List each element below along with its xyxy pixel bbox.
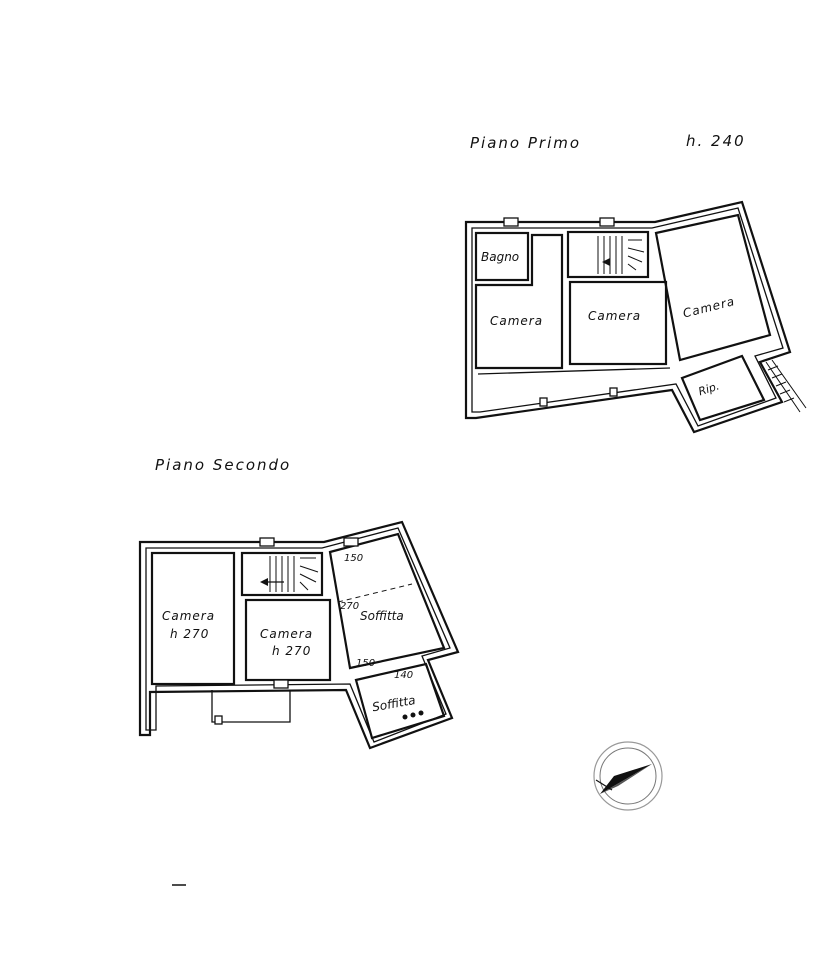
- bedroom-left-walls: [474, 233, 564, 370]
- storage-walls: [680, 354, 766, 422]
- first-floor-plan: Piano Primo h. 240: [464, 132, 807, 434]
- stair-arrow-icon: [602, 258, 610, 266]
- room-label-attic-small: Soffitta: [371, 693, 416, 714]
- window-opening: [259, 537, 275, 547]
- first-floor-title: Piano Primo: [470, 134, 581, 152]
- second-floor-bedroom-left-walls: [150, 551, 236, 686]
- chimney-mark: [539, 397, 548, 407]
- bedroom-middle-walls: [568, 280, 668, 366]
- attic-main-walls: [328, 532, 446, 670]
- first-floor-corridor-line: [477, 367, 671, 375]
- attic-height-mid: 270: [340, 601, 359, 612]
- chimney-mark: [609, 387, 618, 397]
- room-label-bedroom-right: Camera: [682, 294, 737, 320]
- attic-height-bottom: 150: [356, 658, 375, 669]
- stair-arrow-icon: [260, 578, 268, 586]
- first-floor-stairs: [597, 236, 645, 274]
- room-height-bedroom-left: h 270: [170, 627, 209, 641]
- window-opening: [503, 217, 519, 227]
- room-label-attic-main: Soffitta: [360, 609, 404, 623]
- second-floor-inner-outline: [145, 527, 451, 743]
- bathroom-walls: [474, 231, 530, 282]
- room-label-bedroom-middle: Camera: [260, 627, 313, 641]
- door-opening: [273, 679, 289, 689]
- attic-small-walls: [354, 662, 446, 740]
- second-floor-title: Piano Secondo: [155, 456, 291, 474]
- north-arrow-icon: [593, 741, 663, 811]
- attic-height-line: [337, 583, 413, 603]
- chimney-mark: [214, 715, 223, 725]
- second-floor-plan: Piano Secondo Camera h 270 Camera: [138, 456, 460, 750]
- room-label-storage: Rip.: [697, 379, 721, 398]
- room-label-bedroom-left: Camera: [162, 609, 215, 623]
- balcony-outline: [211, 690, 291, 723]
- room-label-bedroom-middle: Camera: [588, 309, 641, 323]
- window-opening: [599, 217, 615, 227]
- room-label-bathroom: Bagno: [481, 250, 519, 264]
- attic-small-height: 140: [394, 670, 413, 681]
- room-label-bedroom-left: Camera: [490, 314, 543, 328]
- window-opening: [343, 537, 359, 547]
- second-floor-stair-room: [240, 551, 324, 597]
- first-floor-inner-outline: [471, 207, 784, 427]
- second-floor-outer-wall: [138, 520, 460, 750]
- second-floor-stairs: [260, 556, 319, 592]
- first-floor-stair-room: [566, 230, 650, 279]
- room-height-bedroom-middle: h 270: [272, 644, 311, 658]
- bedroom-right-walls: [654, 213, 772, 362]
- first-floor-outdoor-stairs: [765, 359, 807, 413]
- attic-height-top: 150: [344, 553, 363, 564]
- first-floor-outer-wall: [464, 200, 792, 434]
- attic-small-dots: [402, 710, 424, 720]
- first-floor-height: h. 240: [686, 132, 746, 150]
